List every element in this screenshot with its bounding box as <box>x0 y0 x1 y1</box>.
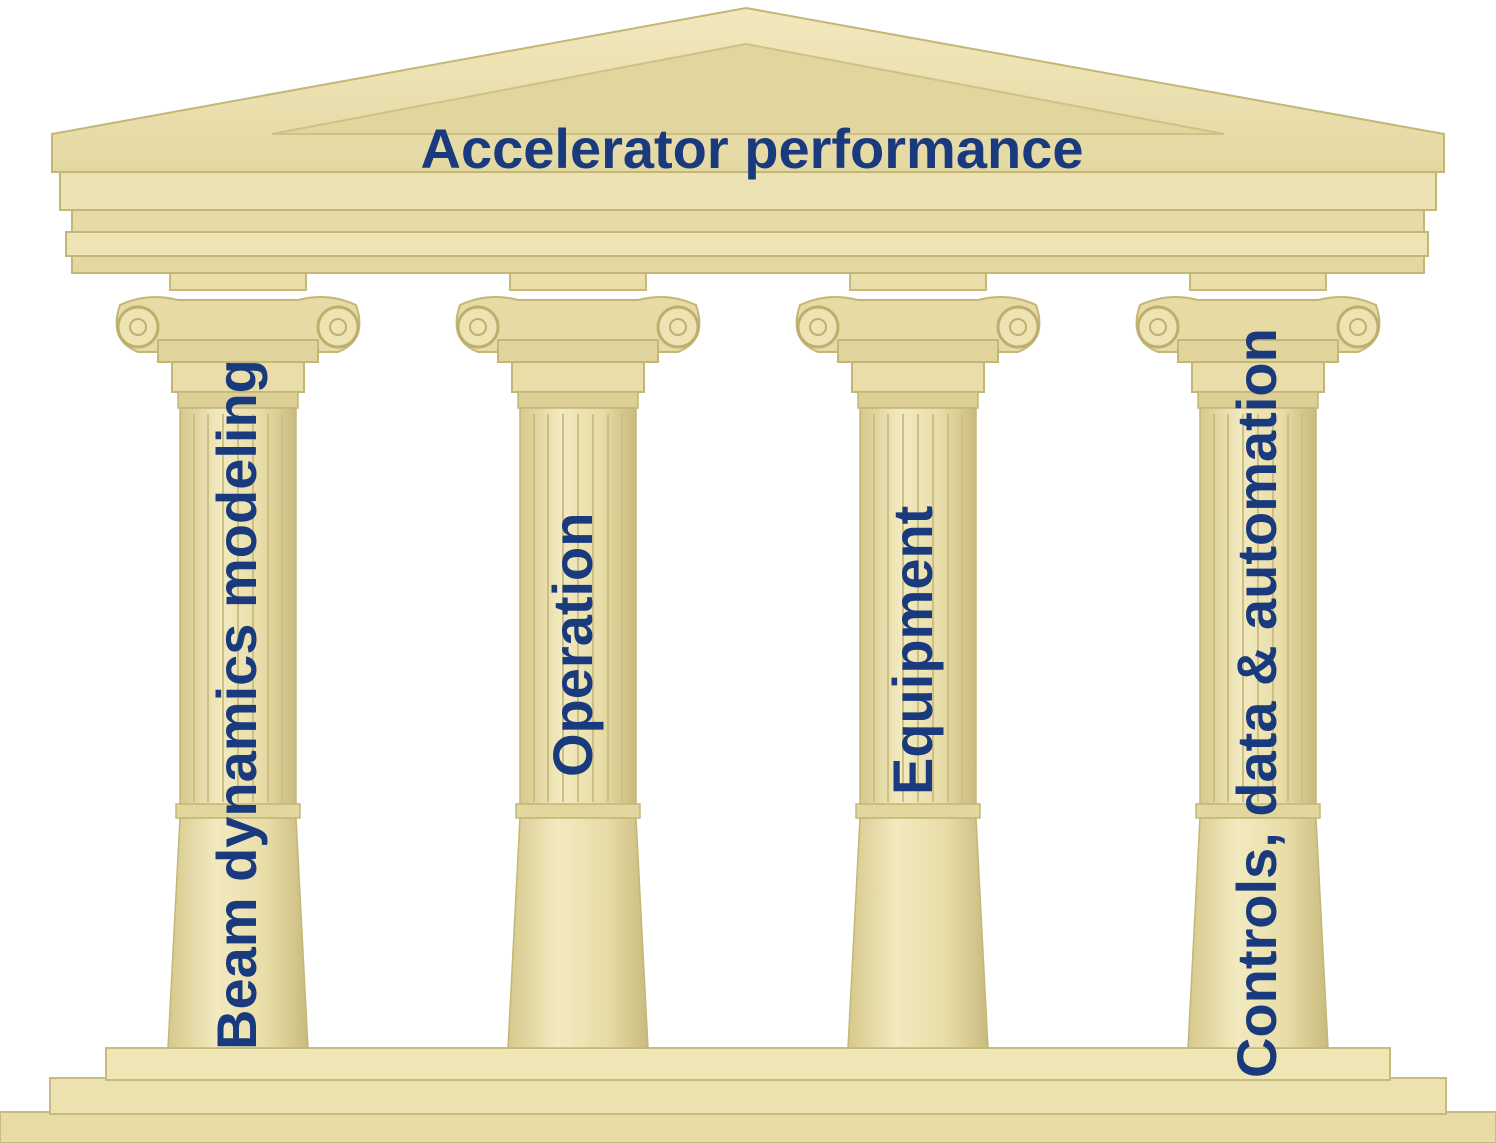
pillar-label-4: Controls, data & automation <box>1225 328 1288 1078</box>
pillar-label-3: Equipment <box>881 506 944 795</box>
roof-label: Accelerator performance <box>421 117 1084 180</box>
pillar-label-1: Beam dynamics modeling <box>205 359 268 1050</box>
pillar-label-2: Operation <box>541 513 604 777</box>
temple-roof <box>51 6 1445 274</box>
temple-base <box>0 1047 1496 1143</box>
